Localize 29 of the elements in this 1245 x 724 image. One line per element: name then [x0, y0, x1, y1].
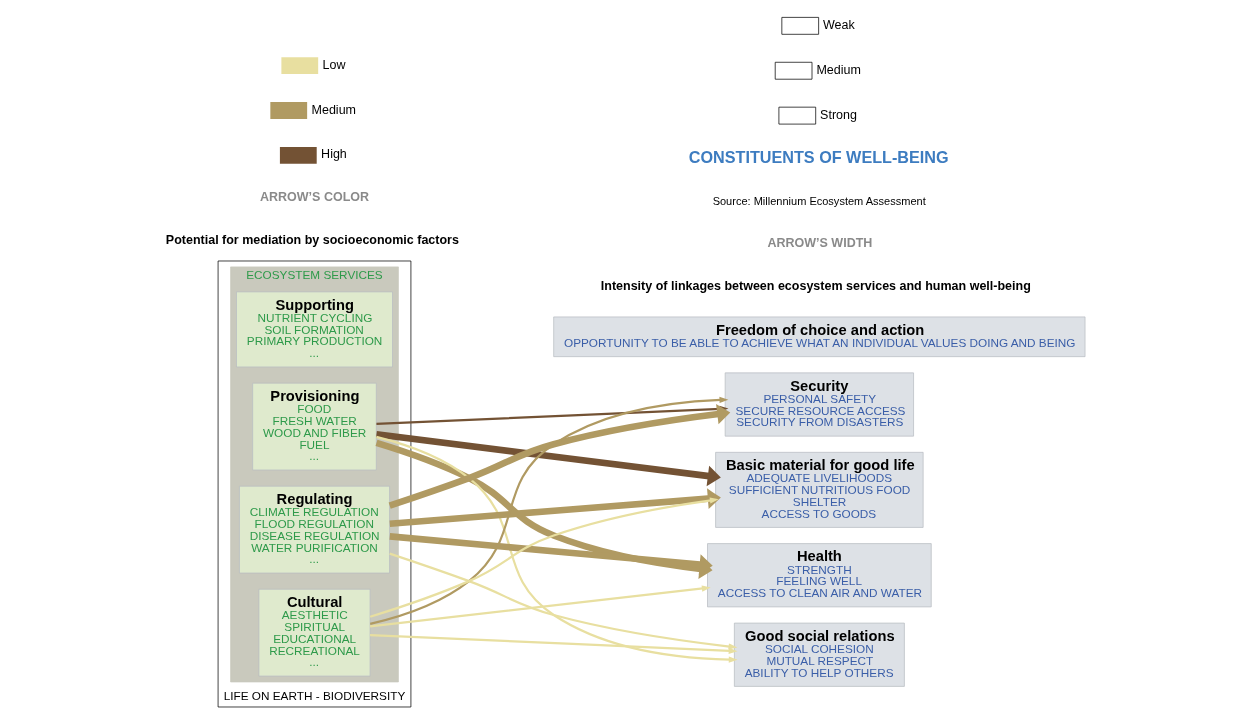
node-box: Basic material for good life ADEQUATE LIVELIHOODS SUFFICIENT NUTRITIOUS FOOD SHELTER ACCESS TO GOODS [715, 451, 924, 528]
node-box: Good social relations SOCIAL COHESION MUTUAL RESPECT ABILITY TO HELP OTHERS [734, 622, 905, 687]
arrow [376, 435, 738, 663]
node-box: Health STRENGTH FEELING WELL ACCESS TO CLEAN AIR AND WATER [707, 543, 932, 608]
arrow [389, 552, 738, 650]
legend-label: Low [322, 57, 346, 72]
node-box: Provisioning FOOD FRESH WATER WOOD AND FIBER FUEL ... [252, 382, 377, 471]
label: ARROW’S WIDTH [767, 236, 873, 251]
arrow [369, 497, 719, 618]
arrow [369, 585, 711, 628]
legend-label: Medium [816, 62, 861, 77]
label: Potential for mediation by socioeconomic factors [165, 233, 459, 248]
node-box: Freedom of choice and action OPPORTUNITY TO BE ABLE TO ACHIEVE WHAT AN INDIVIDUAL VALUES DOING AND BEING [553, 316, 1086, 358]
legend-label: Medium [311, 102, 357, 117]
legend-label: Strong [820, 107, 857, 122]
node-box: Regulating CLIMATE REGULATION FLOOD REGULATION DISEASE REGULATION WATER PURIFICATION ... [239, 485, 390, 574]
arrow [389, 488, 721, 528]
arrow [376, 431, 721, 487]
node-box: Cultural AESTHETIC SPIRITUAL EDUCATIONAL RECREATIONAL ... [258, 588, 371, 677]
node-box: Supporting NUTRIENT CYCLING SOIL FORMATION PRIMARY PRODUCTION ... [236, 291, 393, 368]
label: CONSTITUENTS OF WELL-BEING [688, 147, 949, 166]
legend-label: High [321, 147, 347, 162]
label: Intensity of linkages between ecosystem services and human well-being [600, 278, 1031, 293]
arrow [389, 533, 713, 575]
label: Source: Millennium Ecosystem Assessment [712, 194, 926, 207]
legend-label: Weak [823, 17, 855, 32]
arrow [370, 633, 738, 654]
node-box: Security PERSONAL SAFETY SECURE RESOURCE ACCESS SECURITY FROM DISASTERS [724, 372, 914, 437]
label: ARROW’S COLOR [260, 190, 370, 205]
